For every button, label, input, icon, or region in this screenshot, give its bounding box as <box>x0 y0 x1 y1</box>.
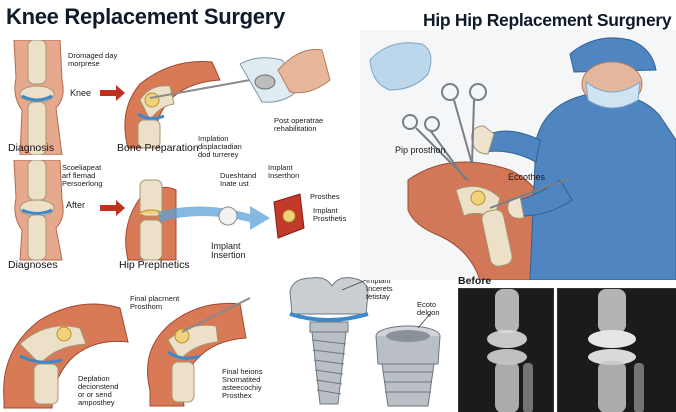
knee-final-illustration-1 <box>3 303 129 409</box>
implant-component-icon <box>218 206 238 226</box>
knee-row2-label-g: Implant Insertion <box>211 241 246 261</box>
xray-before-image <box>458 288 554 412</box>
knee-row3-label-b: Deplation decionstend or or send amposth… <box>78 374 119 407</box>
stage-label-hip-preplnetics: Hip Preplnetics <box>119 259 190 271</box>
knee-row3-art <box>3 297 251 409</box>
hip-label-b: Eccothes <box>508 172 546 182</box>
arrow-right-icon <box>100 200 125 216</box>
knee-row2-label-b: After <box>66 200 86 210</box>
scalpel-icon <box>489 177 571 209</box>
hip-label-a: Pip prosthon <box>395 145 446 155</box>
xray-after-image <box>557 288 676 412</box>
hip-title: Hip Hip Replacement Surgnery <box>423 10 672 30</box>
knee-row2-label-c: Dueshtand Inate ust <box>220 171 257 188</box>
blue-arrow-icon <box>158 206 270 230</box>
knee-prep-illustration-2 <box>125 179 177 261</box>
scissors-icon <box>402 114 469 181</box>
stage-label-diagnosis: Diagnosis <box>8 142 55 154</box>
xray-before-label: Before <box>458 275 492 287</box>
implant-abutment-illustration <box>375 325 441 407</box>
implant-cutaway-art <box>289 277 441 407</box>
knee-row1-art <box>13 40 331 155</box>
knee-joint-illustration-2 <box>13 160 64 261</box>
knee-row2-label-a: Scoeliapeat arf flemad Persoerlong <box>62 163 103 188</box>
knee-row1-label-d: Post operatrae rehabilitation <box>274 116 324 133</box>
knee-row1-label-b: Knee <box>70 88 92 98</box>
knee-bone-preparation-illustration <box>124 60 221 149</box>
knee-final-illustration-2 <box>147 297 251 407</box>
knee-joint-illustration-1 <box>13 40 64 155</box>
hand-illustration <box>277 48 331 94</box>
forceps-icon <box>441 83 487 165</box>
stage-label-bone-preparation: Bone Preparation <box>117 142 199 154</box>
knee-row1-label-a: Dromaged day morprese <box>68 51 118 68</box>
arrow-right-icon <box>100 85 125 101</box>
knee-row3-label-c: Final heions Snornatited asteecochiy Pro… <box>222 367 263 400</box>
stage-label-diagnoses: Diagnoses <box>8 259 58 271</box>
implant-label-b: Ecoto delgon <box>417 300 440 317</box>
knee-row3-label-a: Final placrnent Prosthom <box>130 294 180 311</box>
surgeon-illustration <box>471 37 676 280</box>
knee-row2-label-e: Prosthes <box>310 192 340 201</box>
knee-row2-art <box>13 160 305 261</box>
knee-title: Knee Replacement Surgery <box>6 4 285 29</box>
hip-surgery-art <box>360 30 676 280</box>
knee-row1-label-c: Implation displactadian dod turrerey <box>198 134 242 159</box>
knee-row2-label-d: Implant Inserthon <box>268 163 300 180</box>
patient-hip-illustration <box>407 161 561 280</box>
gloved-hand-illustration <box>369 42 432 91</box>
implant-crown-illustration <box>289 277 369 405</box>
knee-row2-label-f: Implant Prosthetis <box>313 206 347 223</box>
implant-label-a: Implant Incerets tetistay <box>366 276 393 301</box>
